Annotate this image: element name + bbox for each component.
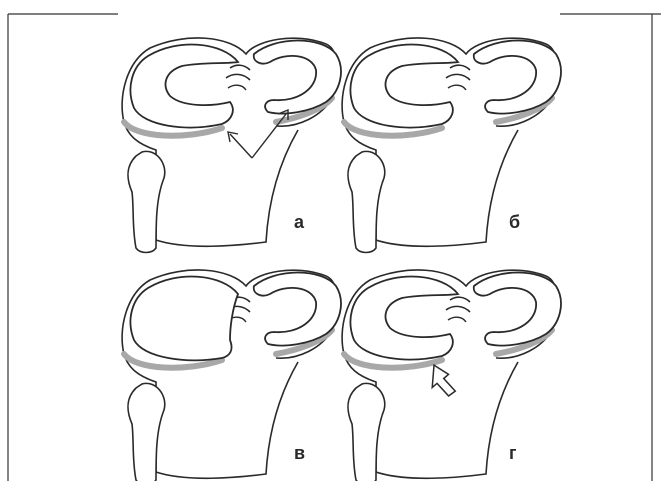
panel-label-a: а <box>294 213 304 231</box>
panel-v-illustration <box>122 270 341 481</box>
panel-g-illustration <box>342 270 561 481</box>
panel-b-illustration <box>342 38 561 253</box>
panel-label-b: б <box>509 213 520 231</box>
panel-label-v: в <box>294 444 305 462</box>
panel-a-illustration <box>122 38 341 253</box>
panel-label-g: г <box>509 444 517 462</box>
